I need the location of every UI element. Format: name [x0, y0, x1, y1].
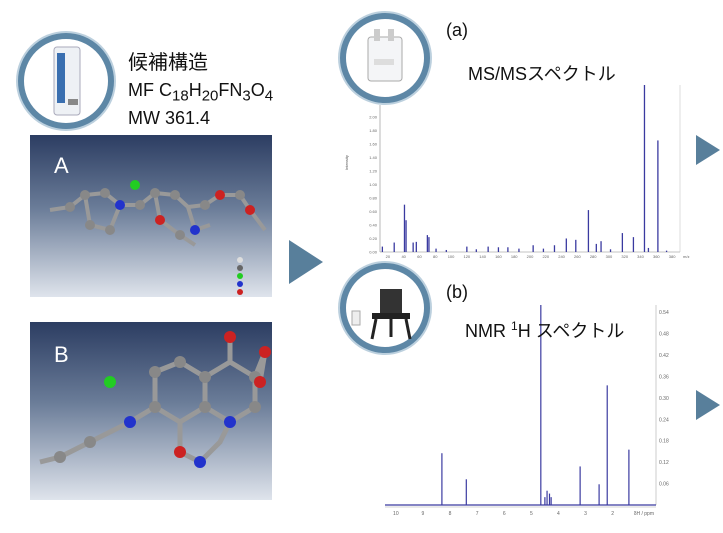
x-tick-label: 4	[557, 511, 560, 517]
panel-label-a: A	[54, 153, 69, 178]
y-axis-label: Intensity	[344, 155, 349, 170]
arrow-right-icon	[696, 135, 720, 165]
x-tick-label: 7	[476, 511, 479, 517]
x-tick-label: 40	[401, 254, 406, 259]
mf-text: MF C	[128, 80, 172, 100]
x-tick-label: 300	[606, 254, 613, 259]
y-tick-label: 1.00	[369, 182, 378, 187]
y-tick-label: 0.36	[659, 374, 669, 380]
ms-ms-spectrum-chart: Intensity 0.00 0.20 0.40 0.60 0.80 1.00 1.20 1.4…	[344, 85, 689, 259]
ms-tag: (a)	[446, 20, 468, 40]
y-tick-label: 0.06	[659, 482, 669, 488]
y-tick-label: 0.54	[659, 310, 669, 316]
mf-sub: 20	[201, 87, 219, 105]
nmr-title-sup: 1	[511, 319, 518, 333]
arrow-right-icon	[696, 390, 720, 420]
x-tick-label: 140	[479, 254, 486, 259]
x-tick-label: 100	[448, 254, 455, 259]
structure-panel-b: B	[30, 322, 272, 500]
nmr-title-text: NMR	[465, 321, 511, 341]
mf-sub: 3	[242, 87, 251, 105]
x-tick-label: 360	[653, 254, 660, 259]
x-tick-label: 20	[386, 254, 391, 259]
y-tick-label: 1.40	[369, 155, 378, 160]
x-tick-label: 320	[621, 254, 628, 259]
y-tick-label: 0.20	[369, 236, 378, 241]
x-tick-label: 380	[669, 254, 676, 259]
x-tick-label: 160	[495, 254, 502, 259]
y-tick-label: 0.12	[659, 460, 669, 466]
ms-instrument-image	[340, 13, 430, 103]
x-tick-label: 9	[422, 511, 425, 517]
x-tick-label: 10	[393, 511, 399, 517]
y-tick-label: 0.18	[659, 439, 669, 445]
y-tick-label: 0.40	[369, 222, 378, 227]
y-tick-label: 0.30	[659, 396, 669, 402]
y-tick-label: 0.00	[369, 250, 378, 255]
x-axis-label: m/z	[683, 254, 689, 259]
x-tick-label: 80	[433, 254, 438, 259]
y-tick-label: 0.60	[369, 209, 378, 214]
y-tick-label: 2.00	[369, 114, 378, 119]
molecule-3d-model-a	[49, 180, 267, 295]
mf-text: FN	[218, 80, 243, 100]
y-tick-label: 1.80	[369, 128, 378, 133]
lc-instrument-image	[18, 33, 114, 129]
x-tick-label: 220	[542, 254, 549, 259]
x-tick-label: 200	[527, 254, 534, 259]
panel-label-b: B	[54, 342, 69, 367]
molecular-formula: MF C18H20FN3O4	[128, 80, 273, 105]
x-tick-label: 240	[558, 254, 565, 259]
x-tick-label: 120	[463, 254, 470, 259]
x-tick-label: 60	[417, 254, 422, 259]
y-tick-label: 1.20	[369, 168, 378, 173]
mf-sub: 4	[264, 87, 274, 105]
molecular-weight: MW 361.4	[128, 108, 211, 128]
y-tick-label: 1.60	[369, 141, 378, 146]
mf-text: O	[250, 80, 265, 100]
nmr-tag: (b)	[446, 282, 468, 302]
ms-title: MS/MSスペクトル	[468, 64, 616, 84]
nmr-1h-spectrum-chart: 0.06 0.12 0.18 0.24 0.30 0.36 0.42 0.48 0.54 10 9 8…	[385, 305, 669, 517]
x-tick-label: 340	[637, 254, 644, 259]
y-tick-label: 0.80	[369, 195, 378, 200]
x-axis-label: δH / ppm	[634, 511, 654, 517]
x-tick-label: 3	[584, 511, 587, 517]
arrow-right-icon	[289, 240, 323, 284]
x-tick-label: 8	[449, 511, 452, 517]
y-tick-label: 0.42	[659, 353, 669, 359]
x-tick-label: 180	[511, 254, 518, 259]
nmr-title-text: H スペクトル	[517, 321, 625, 341]
x-tick-label: 280	[590, 254, 597, 259]
x-tick-label: 2	[611, 511, 614, 517]
x-tick-label: 5	[530, 511, 533, 517]
mf-sub: 18	[172, 87, 189, 105]
mf-text: H	[188, 80, 202, 100]
candidate-title: 候補構造	[128, 52, 208, 74]
nmr-instrument-image	[340, 263, 430, 353]
x-tick-label: 260	[574, 254, 581, 259]
x-tick-label: 6	[503, 511, 506, 517]
structure-panel-a: A	[30, 135, 272, 297]
y-tick-label: 0.48	[659, 332, 669, 338]
nmr-title: NMR 1H スペクトル	[465, 317, 624, 343]
molecule-3d-model-b	[39, 331, 271, 468]
y-tick-label: 0.24	[659, 417, 669, 423]
